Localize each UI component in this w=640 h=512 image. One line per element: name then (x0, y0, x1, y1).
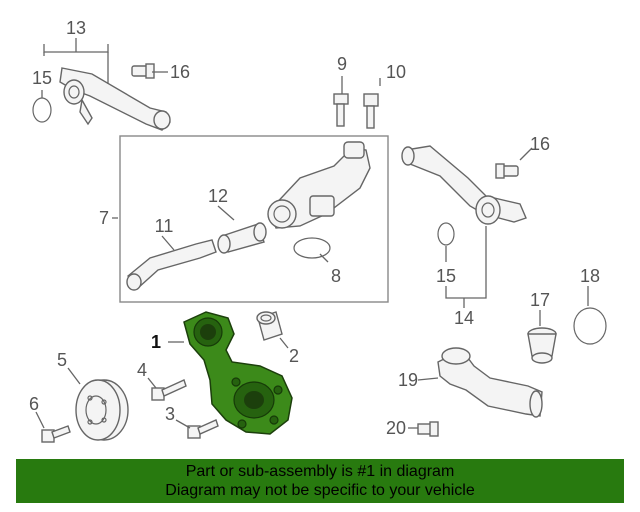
callout-5: 5 (57, 350, 67, 370)
callout-13: 13 (66, 18, 86, 38)
part-19-outlet-pipe[interactable] (437, 347, 543, 418)
callout-3: 3 (165, 404, 175, 424)
part-11-hose[interactable] (126, 239, 217, 291)
part-7-thermostat-housing[interactable] (267, 141, 371, 229)
part-5-pulley[interactable] (75, 379, 129, 441)
part-9-bolt[interactable] (333, 93, 349, 127)
part-15-o-ring-upper[interactable] (32, 97, 52, 123)
sub-assembly-7-box (119, 135, 389, 303)
callout-2: 2 (289, 346, 299, 366)
callout-12: 12 (208, 186, 228, 206)
callout-14: 14 (454, 308, 474, 328)
part-16-bolt-upper[interactable] (131, 63, 155, 79)
banner-line-2: Diagram may not be specific to your vehi… (165, 482, 475, 499)
callout-19: 19 (398, 370, 418, 390)
callout-16-upper: 16 (170, 62, 190, 82)
part-17-thermostat[interactable] (527, 327, 557, 364)
callout-10: 10 (386, 62, 406, 82)
leader-lines (35, 38, 589, 429)
part-3-bolt[interactable] (187, 419, 219, 439)
part-12-tube[interactable] (217, 222, 267, 254)
callout-4: 4 (137, 360, 147, 380)
callout-15-right: 15 (436, 266, 456, 286)
callout-11: 11 (155, 216, 174, 236)
callout-16-right: 16 (530, 134, 550, 154)
callout-9: 9 (337, 54, 347, 74)
part-14-coolant-tube[interactable] (401, 145, 527, 225)
part-20-bolt[interactable] (417, 421, 439, 437)
callout-17: 17 (530, 290, 550, 310)
callout-7: 7 (99, 208, 109, 228)
callout-20: 20 (386, 418, 406, 438)
part-8-gasket[interactable] (293, 237, 331, 259)
part-15-o-ring-right[interactable] (437, 222, 455, 246)
part-16-bolt-right[interactable] (495, 163, 519, 179)
part-2-seal[interactable] (256, 311, 283, 341)
callout-15-upper: 15 (32, 68, 52, 88)
part-10-stud[interactable] (363, 93, 379, 129)
callout-8: 8 (331, 266, 341, 286)
part-18-gasket[interactable] (573, 307, 607, 345)
part-4-bolt[interactable] (151, 379, 187, 401)
diagram-notice-banner: Part or sub-assembly is #1 in diagram Di… (16, 459, 624, 503)
callout-1: 1 (151, 332, 161, 352)
callout-18: 18 (580, 266, 600, 286)
part-6-bolt[interactable] (41, 425, 71, 443)
banner-line-1: Part or sub-assembly is #1 in diagram (185, 463, 455, 480)
part-1-water-pump-highlighted[interactable] (183, 311, 293, 435)
part-13-coolant-tube[interactable] (59, 67, 171, 131)
callout-6: 6 (29, 394, 39, 414)
